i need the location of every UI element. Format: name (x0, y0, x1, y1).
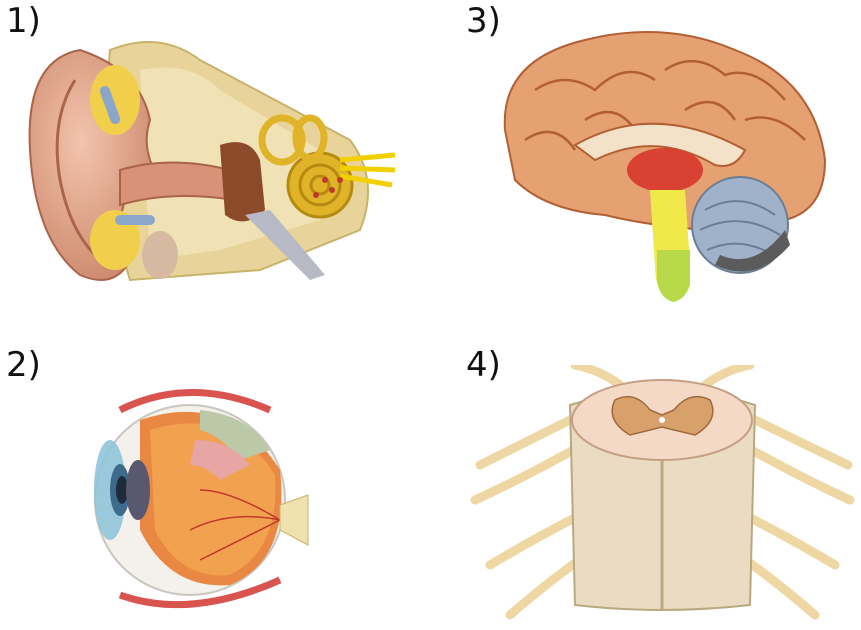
eye-illustration (94, 389, 309, 609)
gray-matter (611, 395, 714, 436)
cerebellum (691, 176, 789, 274)
panel-label-4: 4) (466, 345, 501, 385)
spinal-cord-illustration (470, 365, 855, 620)
panel-label-1: 1) (6, 1, 41, 41)
brain-illustration (503, 31, 827, 302)
panel-label-2: 2) (6, 345, 41, 385)
cochlea (286, 151, 354, 219)
ear-illustration (28, 41, 396, 282)
panel-label-3: 3) (466, 1, 501, 41)
